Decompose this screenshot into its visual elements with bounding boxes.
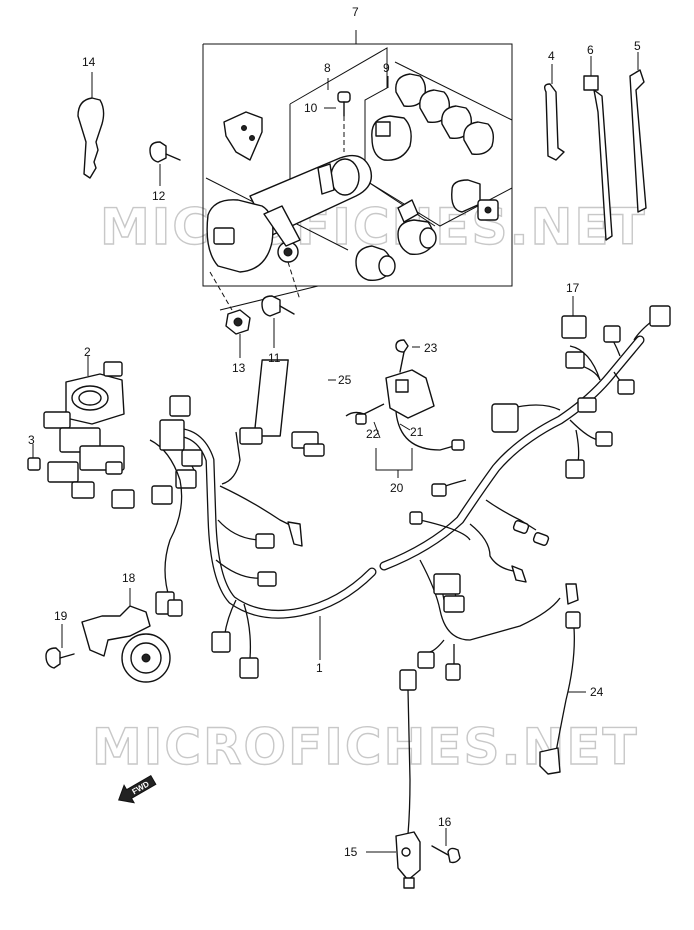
- screw-11: [261, 295, 295, 348]
- main-harness-1: [149, 305, 671, 681]
- callout-8: 8: [324, 61, 331, 75]
- callout-1: 1: [316, 661, 323, 675]
- switch-15: [366, 669, 421, 889]
- callout-11: 11: [268, 351, 281, 365]
- connector-17: [561, 296, 587, 339]
- fuse-strip-25: [253, 359, 336, 457]
- callout-20: 20: [390, 481, 404, 495]
- lead-wire-24: [539, 583, 586, 775]
- callout-17: 17: [566, 281, 580, 295]
- callout-7: 7: [352, 5, 359, 19]
- fwd-arrow: FWD: [118, 774, 157, 804]
- callout-18: 18: [122, 571, 136, 585]
- callout-10: 10: [304, 101, 318, 115]
- callout-22: 22: [366, 427, 380, 441]
- callout-16: 16: [438, 815, 452, 829]
- sensor-assembly: [345, 339, 465, 478]
- ignition-switch-assembly: [202, 30, 513, 287]
- bolt-16: [431, 828, 461, 864]
- callout-13: 13: [232, 361, 246, 375]
- bolt-19: [45, 624, 75, 669]
- horn-18: [81, 588, 171, 683]
- callout-5: 5: [634, 39, 641, 53]
- clamp-4: [543, 64, 565, 161]
- callout-15: 15: [344, 845, 358, 859]
- callout-19: 19: [54, 609, 68, 623]
- nut-13: [225, 309, 251, 358]
- lock-cylinders: [395, 73, 495, 156]
- callout-23: 23: [424, 341, 438, 355]
- callout-9: 9: [383, 61, 390, 75]
- callout-3: 3: [28, 433, 35, 447]
- callout-25: 25: [338, 373, 352, 387]
- cable-tie-5: [629, 52, 647, 213]
- terminal-3: [27, 444, 41, 471]
- callout-24: 24: [590, 685, 604, 699]
- callout-21: 21: [410, 425, 424, 439]
- key-14: [77, 72, 105, 179]
- callout-6: 6: [587, 43, 594, 57]
- callout-12: 12: [152, 189, 166, 203]
- callout-2: 2: [84, 345, 91, 359]
- unit-2: [43, 356, 197, 509]
- bolt-12: [149, 141, 181, 186]
- cable-tie-6: [583, 56, 613, 241]
- callout-4: 4: [548, 49, 555, 63]
- callout-labels: 1 2 3 4 5 6 7 8 9 10 11 12 13 14 15 16 1…: [28, 5, 641, 859]
- callout-14: 14: [82, 55, 96, 69]
